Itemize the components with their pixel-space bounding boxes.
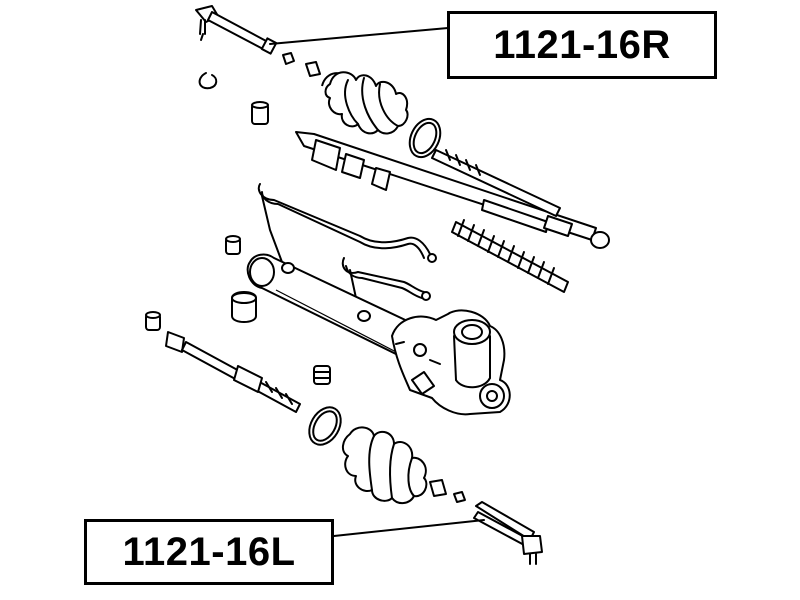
leader-line-right [269, 27, 449, 45]
feed-tube-upper [257, 183, 437, 263]
rack-housing [246, 253, 419, 357]
part-number-label-right: 1121-16R [447, 11, 717, 79]
bellows-boot-left [342, 426, 428, 504]
tie-rod-end-left [473, 501, 543, 565]
rack-spring-bushing [313, 365, 331, 385]
rack-bushing-small [251, 101, 269, 125]
snap-ring [198, 72, 218, 90]
part-number-label-left: 1121-16L [84, 519, 334, 585]
tie-rod-lock-nut-left [429, 479, 466, 503]
rack-gear-teeth [451, 219, 569, 293]
tie-rod-end-right [195, 5, 278, 55]
part-number-right-text: 1121-16R [493, 22, 671, 67]
pinion-valve-housing [391, 309, 511, 416]
inner-tie-rod-left [145, 311, 301, 413]
part-number-left-text: 1121-16L [122, 529, 296, 574]
tie-rod-lock-nut-right [282, 52, 321, 77]
boot-clamp-ring-right [408, 117, 442, 159]
leader-line-left [333, 519, 485, 537]
boot-clamp-ring-left [308, 406, 342, 446]
steering-rack-bar [295, 131, 597, 241]
inner-tie-rod-right [431, 149, 610, 249]
bellows-boot-right [321, 71, 409, 135]
rack-bushing-large [231, 291, 257, 323]
housing-end-cap [225, 235, 241, 255]
